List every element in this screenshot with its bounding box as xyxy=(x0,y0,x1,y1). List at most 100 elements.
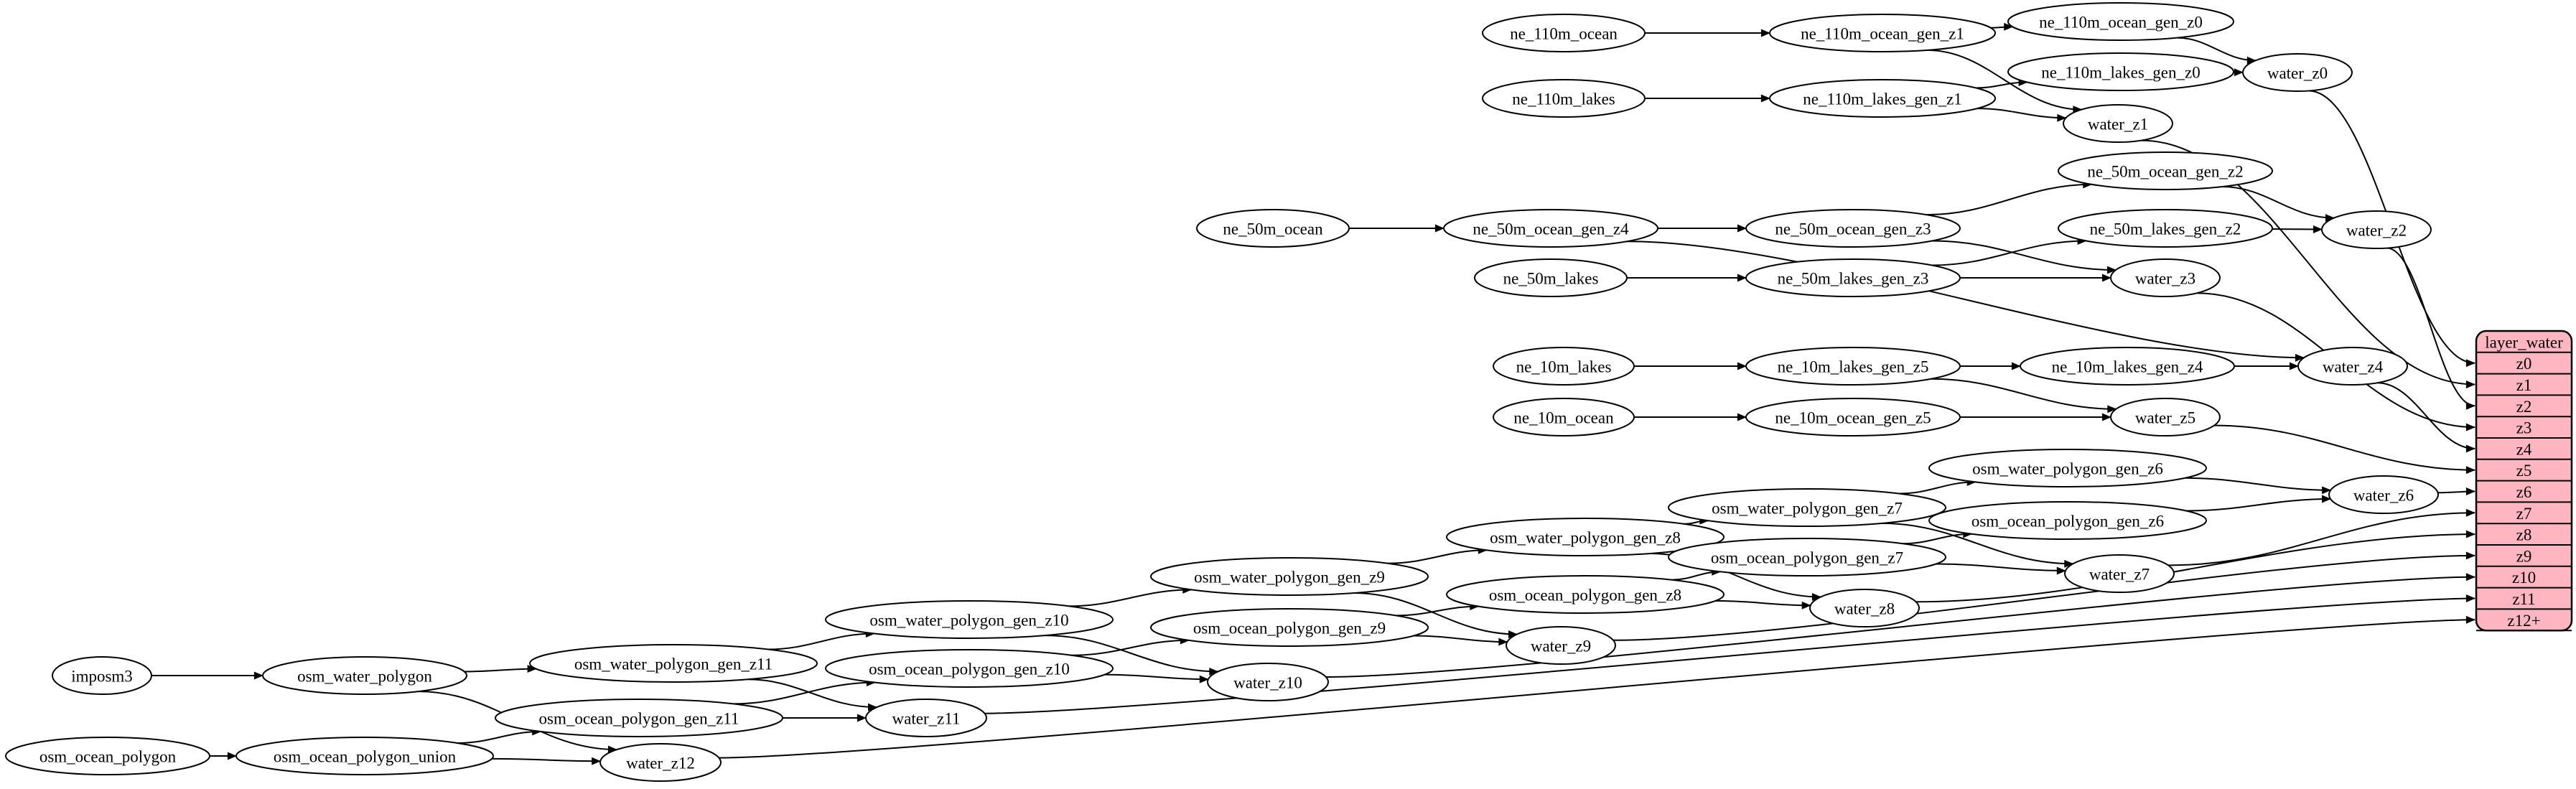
node-osm_ocean_polygon: osm_ocean_polygon xyxy=(5,737,210,775)
node-label-water_z0: water_z0 xyxy=(2267,65,2328,83)
node-ne_50m_ocean_gen_z2: ne_50m_ocean_gen_z2 xyxy=(2058,151,2273,190)
node-ellipse-ne_110m_ocean_gen_z1 xyxy=(1769,14,1996,52)
node-ne_110m_lakes_gen_z0: ne_110m_lakes_gen_z0 xyxy=(2007,52,2234,91)
node-label-osm_ocean_polygon_union: osm_ocean_polygon_union xyxy=(274,748,457,766)
node-ne_50m_lakes: ne_50m_lakes xyxy=(1474,258,1628,297)
node-label-osm_water_polygon_gen_z7: osm_water_polygon_gen_z7 xyxy=(1712,500,1903,518)
layer-water-table: layer_waterz0z1z2z3z4z5z6z7z8z9z10z11z12… xyxy=(2475,330,2573,632)
edge-ne_50m_lakes_gen_z3-to-ne_50m_lakes_gen_z2 xyxy=(1932,237,2087,266)
edge-osm_water_polygon_gen_z10-to-water_z10 xyxy=(1045,635,1219,676)
edge-osm_ocean_polygon_gen_z11-to-osm_ocean_polygon_gen_z10 xyxy=(732,678,876,705)
node-ne_110m_ocean_gen_z1: ne_110m_ocean_gen_z1 xyxy=(1769,14,1996,52)
layer-water-row-z12+: z12+ xyxy=(2507,612,2540,630)
node-ne_10m_ocean_gen_z5: ne_10m_ocean_gen_z5 xyxy=(1745,398,1961,436)
node-ellipse-ne_110m_lakes_gen_z1 xyxy=(1769,79,1996,118)
node-label-ne_50m_lakes_gen_z2: ne_50m_lakes_gen_z2 xyxy=(2090,220,2241,238)
edge-osm_ocean_polygon_gen_z6-to-water_z6 xyxy=(2185,495,2332,512)
node-ellipse-ne_50m_ocean xyxy=(1196,209,1350,248)
node-label-osm_ocean_polygon_gen_z11: osm_ocean_polygon_gen_z11 xyxy=(539,710,739,728)
edge-osm_ocean_polygon_union-to-osm_ocean_polygon_gen_z11 xyxy=(457,727,542,744)
node-water_z5: water_z5 xyxy=(2110,398,2221,436)
node-label-ne_110m_lakes_gen_z0: ne_110m_lakes_gen_z0 xyxy=(2041,64,2200,82)
node-ellipse-water_z11 xyxy=(865,699,987,737)
node-ne_110m_ocean: ne_110m_ocean xyxy=(1482,14,1646,52)
node-label-osm_ocean_polygon_gen_z9: osm_ocean_polygon_gen_z9 xyxy=(1193,620,1386,638)
node-ellipse-water_z8 xyxy=(1809,589,1920,627)
node-label-ne_50m_ocean: ne_50m_ocean xyxy=(1223,220,1323,238)
node-label-ne_110m_ocean_gen_z0: ne_110m_ocean_gen_z0 xyxy=(2039,14,2203,32)
node-water_z0: water_z0 xyxy=(2242,53,2353,92)
edge-ne_110m_lakes_gen_z1-to-ne_110m_lakes_gen_z0 xyxy=(1976,78,2028,89)
node-label-ne_110m_ocean_gen_z1: ne_110m_ocean_gen_z1 xyxy=(1801,25,1964,43)
edge-osm_water_polygon_gen_z7-to-osm_water_polygon_gen_z6 xyxy=(1899,477,1977,495)
edge-osm_ocean_polygon_gen_z9-to-water_z9 xyxy=(1414,635,1508,646)
edge-osm_water_polygon_gen_z11-to-water_z11 xyxy=(747,678,878,711)
node-ellipse-water_z7 xyxy=(2064,554,2175,593)
node-label-water_z1: water_z1 xyxy=(2088,116,2148,134)
node-ellipse-osm_water_polygon_gen_z7 xyxy=(1668,488,1946,527)
node-label-osm_water_polygon_gen_z11: osm_water_polygon_gen_z11 xyxy=(574,655,773,673)
node-water_z12: water_z12 xyxy=(599,743,722,782)
edge-water_z2-to-layer-water-z2 xyxy=(2386,247,2475,410)
edge-osm_ocean_polygon_gen_z8-to-osm_ocean_polygon_gen_z7 xyxy=(1671,567,1722,581)
node-ellipse-ne_10m_lakes xyxy=(1493,347,1635,386)
node-label-ne_50m_ocean_gen_z3: ne_50m_ocean_gen_z3 xyxy=(1775,220,1931,238)
node-osm_ocean_polygon_gen_z7: osm_ocean_polygon_gen_z7 xyxy=(1668,538,1946,576)
node-ellipse-osm_ocean_polygon_gen_z8 xyxy=(1446,575,1725,614)
edge-ne_50m_ocean_gen_z3-to-ne_50m_ocean_gen_z2 xyxy=(1926,180,2093,216)
node-ellipse-water_z6 xyxy=(2328,475,2439,514)
layer-water-row-z5: z5 xyxy=(2516,462,2532,480)
node-ellipse-ne_50m_ocean_gen_z4 xyxy=(1443,209,1658,248)
layer-water-row-z6: z6 xyxy=(2516,483,2532,501)
edges xyxy=(151,22,2475,765)
layer-water-row-z3: z3 xyxy=(2516,419,2532,437)
node-ellipse-water_z5 xyxy=(2110,398,2221,436)
node-ne_50m_ocean: ne_50m_ocean xyxy=(1196,209,1350,248)
node-label-ne_10m_lakes_gen_z5: ne_10m_lakes_gen_z5 xyxy=(1778,358,1929,376)
node-ne_10m_lakes_gen_z4: ne_10m_lakes_gen_z4 xyxy=(2020,347,2235,386)
node-label-ne_10m_lakes_gen_z4: ne_10m_lakes_gen_z4 xyxy=(2052,358,2203,376)
edge-ne_10m_lakes_gen_z5-to-water_z5 xyxy=(1931,378,2117,414)
node-ellipse-osm_ocean_polygon_gen_z7 xyxy=(1668,538,1946,576)
node-ellipse-ne_10m_lakes_gen_z4 xyxy=(2020,347,2235,386)
edge-osm_water_polygon_gen_z6-to-water_z6 xyxy=(2185,477,2332,495)
node-ellipse-ne_10m_lakes_gen_z5 xyxy=(1745,347,1961,386)
node-ellipse-ne_110m_ocean xyxy=(1482,14,1646,52)
edge-osm_ocean_polygon_union-to-water_z12 xyxy=(491,757,602,765)
node-water_z6: water_z6 xyxy=(2328,475,2439,514)
node-osm_ocean_polygon_gen_z11: osm_ocean_polygon_gen_z11 xyxy=(495,699,783,737)
node-water_z4: water_z4 xyxy=(2297,347,2408,386)
edge-osm_water_polygon_gen_z9-to-water_z9 xyxy=(1354,592,1518,638)
node-ne_50m_lakes_gen_z2: ne_50m_lakes_gen_z2 xyxy=(2058,209,2273,248)
node-ne_50m_ocean_gen_z4: ne_50m_ocean_gen_z4 xyxy=(1443,209,1658,248)
node-label-ne_50m_ocean_gen_z2: ne_50m_ocean_gen_z2 xyxy=(2087,163,2243,181)
node-ellipse-water_z10 xyxy=(1207,663,1329,701)
node-label-osm_water_polygon: osm_water_polygon xyxy=(297,668,432,686)
edge-osm_water_polygon_gen_z9-to-osm_water_polygon_gen_z8 xyxy=(1388,546,1488,564)
edge-osm_ocean_polygon_gen_z7-to-osm_ocean_polygon_gen_z6 xyxy=(1903,530,1973,545)
edge-ne_110m_lakes_gen_z1-to-water_z1 xyxy=(1977,108,2067,122)
node-ellipse-ne_50m_lakes_gen_z3 xyxy=(1745,258,1961,297)
node-label-water_z5: water_z5 xyxy=(2135,409,2195,427)
node-osm_ocean_polygon_gen_z8: osm_ocean_polygon_gen_z8 xyxy=(1446,575,1725,614)
node-ellipse-water_z2 xyxy=(2321,210,2432,249)
node-label-osm_ocean_polygon_gen_z7: osm_ocean_polygon_gen_z7 xyxy=(1711,549,1903,567)
node-water_z2: water_z2 xyxy=(2321,210,2432,249)
node-label-water_z12: water_z12 xyxy=(626,755,695,772)
edge-ne_110m_ocean_gen_z0-to-water_z0 xyxy=(2177,37,2257,65)
node-label-osm_ocean_polygon_gen_z8: osm_ocean_polygon_gen_z8 xyxy=(1489,587,1681,604)
node-osm_water_polygon_gen_z8: osm_water_polygon_gen_z8 xyxy=(1446,518,1725,556)
node-ellipse-osm_water_polygon_gen_z10 xyxy=(825,600,1114,639)
node-osm_ocean_polygon_gen_z10: osm_ocean_polygon_gen_z10 xyxy=(825,649,1114,688)
edge-osm_ocean_polygon_gen_z9-to-osm_ocean_polygon_gen_z8 xyxy=(1396,602,1480,617)
node-label-ne_10m_ocean_gen_z5: ne_10m_ocean_gen_z5 xyxy=(1775,409,1931,427)
node-ellipse-water_z3 xyxy=(2110,258,2221,297)
edge-osm_ocean_polygon_gen_z10-to-osm_ocean_polygon_gen_z9 xyxy=(1071,636,1190,656)
node-ellipse-osm_water_polygon_gen_z11 xyxy=(529,644,818,683)
edge-water_z9-to-layer-water-z9 xyxy=(1613,551,2475,641)
node-label-osm_water_polygon_gen_z10: osm_water_polygon_gen_z10 xyxy=(869,612,1068,630)
node-imposm3: imposm3 xyxy=(52,656,152,695)
node-ellipse-water_z0 xyxy=(2242,53,2353,92)
node-label-osm_ocean_polygon_gen_z10: osm_ocean_polygon_gen_z10 xyxy=(869,660,1070,678)
